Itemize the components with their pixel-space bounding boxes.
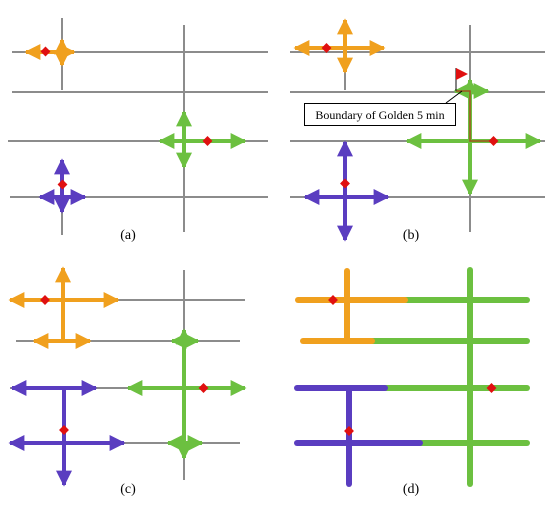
green-ambulance-coverage-c — [126, 328, 247, 460]
road-network-b — [290, 20, 545, 240]
orange-ambulance-coverage-b — [293, 18, 386, 74]
panel-label-d: (d) — [402, 482, 420, 497]
ambulance-markers-d — [328, 295, 497, 436]
orange-coverage-d — [295, 268, 408, 344]
purple-coverage-d — [294, 385, 423, 487]
green-ambulance-coverage-a — [158, 110, 247, 169]
golden-5-min-boundary — [456, 90, 497, 142]
panel-c — [8, 266, 247, 487]
panel-a — [8, 18, 268, 235]
purple-ambulance-coverage-b — [303, 140, 390, 242]
orange-ambulance-coverage-c — [8, 266, 120, 349]
panel-b — [290, 18, 545, 242]
golden-5-min-callout: Boundary of Golden 5 min — [304, 103, 456, 126]
panel-d — [294, 267, 530, 487]
callout-leader — [445, 90, 463, 104]
ambulance-markers-a — [40, 46, 213, 190]
panel-label-b: (b) — [402, 228, 420, 243]
purple-ambulance-coverage-c — [8, 380, 126, 487]
flag-icon — [455, 68, 468, 91]
panel-label-c: (c) — [120, 482, 136, 497]
green-coverage-d — [369, 267, 530, 487]
green-ambulance-coverage-b — [405, 78, 542, 196]
orange-ambulance-coverage-a — [24, 38, 76, 67]
panel-label-a: (a) — [120, 228, 136, 243]
